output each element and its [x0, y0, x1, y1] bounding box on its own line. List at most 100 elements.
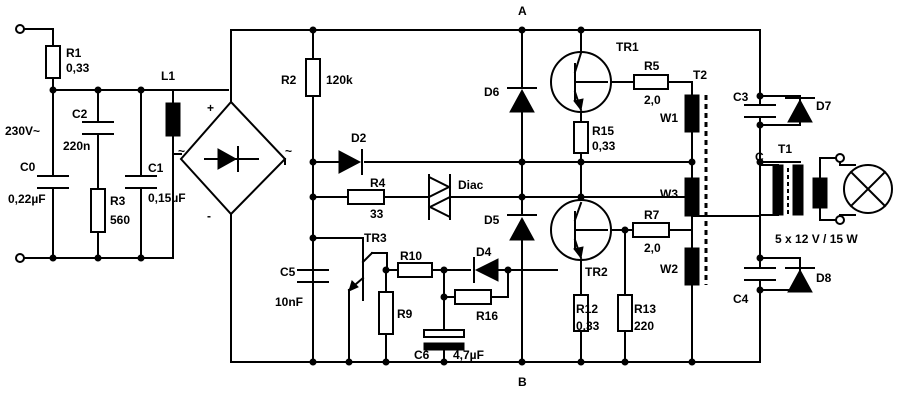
r15-name: R15 — [592, 124, 614, 138]
capacitor-c5 — [297, 269, 329, 283]
r12-value: 0,33 — [576, 319, 600, 333]
bridge-ac-label-left: ~ — [178, 144, 185, 158]
r12-name: R12 — [576, 302, 598, 316]
node-b-label: B — [518, 375, 527, 389]
junction-dot — [688, 358, 696, 366]
transistor-tr2 — [550, 199, 612, 261]
winding-w2 — [684, 247, 700, 286]
resistor-r5 — [633, 74, 669, 90]
r1-name: R1 — [66, 46, 82, 60]
r7-name: R7 — [644, 208, 660, 222]
bridge-plus-label: + — [207, 101, 214, 115]
mains-label: 230V~ — [5, 124, 40, 138]
resistor-r15 — [573, 121, 589, 154]
transistor-tr1 — [550, 51, 612, 113]
t1-secondary — [812, 177, 828, 209]
junction-dot — [621, 226, 629, 234]
r3-value: 560 — [110, 213, 130, 227]
w3-name: W3 — [660, 187, 678, 201]
diode-d2 — [338, 149, 363, 175]
resistor-r1 — [45, 45, 61, 79]
resistor-r9 — [378, 291, 394, 335]
capacitor-c1 — [125, 175, 157, 189]
junction-dot — [94, 254, 102, 262]
junction-dot — [137, 254, 145, 262]
winding-w1 — [684, 94, 700, 133]
c1-name: C1 — [148, 161, 164, 175]
c5-value: 10nF — [275, 295, 303, 309]
terminals — [15, 24, 845, 263]
junction-dot — [440, 293, 448, 301]
bridge-ac-label-right: ~ — [285, 144, 292, 158]
junction-dot — [440, 358, 448, 366]
r2-value: 120k — [326, 73, 353, 87]
inductor-l1 — [165, 102, 181, 137]
capacitor-c6 — [423, 329, 465, 351]
junction-dot — [518, 193, 526, 201]
junction-dot — [382, 266, 390, 274]
c0-value: 0,22µF — [8, 192, 46, 206]
junction-dot — [49, 254, 57, 262]
resistor-r7 — [632, 222, 670, 238]
r7-value: 2,0 — [644, 241, 661, 255]
junction-dot — [440, 266, 448, 274]
capacitor-c4 — [744, 267, 776, 281]
junction-dot — [309, 193, 317, 201]
resistor-r10 — [397, 262, 433, 278]
t1-core — [792, 164, 804, 216]
junction-dot — [577, 158, 585, 166]
capacitor-c0 — [37, 175, 69, 189]
t1-primary — [772, 164, 784, 216]
r4-value: 33 — [370, 207, 384, 221]
r5-name: R5 — [644, 59, 660, 73]
c4-name: C4 — [733, 292, 749, 306]
lamp — [839, 164, 893, 216]
r1-value: 0,33 — [66, 61, 90, 75]
w1-name: W1 — [660, 111, 678, 125]
junction-dot — [309, 158, 317, 166]
r5-value: 2,0 — [644, 93, 661, 107]
capacitor-c2 — [82, 121, 114, 135]
node-c-label: C — [755, 150, 764, 164]
diode-d6 — [507, 87, 537, 113]
mains-terminal-bottom — [15, 253, 25, 263]
junction-dot — [518, 26, 526, 34]
diode-d4 — [473, 257, 499, 283]
transformer-t1 — [759, 161, 804, 217]
r15-value: 0,33 — [592, 139, 616, 153]
r9-name: R9 — [397, 307, 413, 321]
junction-dot — [309, 358, 317, 366]
resistor-r13 — [617, 294, 633, 332]
r16-name: R16 — [476, 309, 498, 323]
c3-name: C3 — [733, 90, 749, 104]
transformer-t2 — [684, 94, 708, 286]
junction-dot — [504, 266, 512, 274]
junction-dot — [309, 26, 317, 34]
mains-terminal-top — [15, 24, 25, 34]
t1-name: T1 — [778, 142, 792, 156]
tr1-name: TR1 — [616, 40, 639, 54]
w2-name: W2 — [660, 262, 678, 276]
junction-dot — [382, 358, 390, 366]
c2-value: 220n — [63, 139, 90, 153]
d4-name: D4 — [476, 245, 492, 259]
l1-name: L1 — [161, 69, 175, 83]
c1-value: 0,15µF — [148, 191, 186, 205]
lamp-terminal-bottom — [835, 215, 845, 225]
junction-dot — [518, 158, 526, 166]
r13-value: 220 — [634, 319, 654, 333]
resistor-r16 — [454, 289, 492, 305]
d5-name: D5 — [484, 213, 500, 227]
junction-dot — [49, 86, 57, 94]
r2-name: R2 — [281, 73, 297, 87]
r3-name: R3 — [110, 194, 126, 208]
diac — [420, 174, 459, 220]
resistor-r4 — [347, 189, 385, 205]
junction-dot — [309, 234, 317, 242]
transistor-tr3 — [347, 239, 374, 301]
junction-dot — [621, 358, 629, 366]
t2-name: T2 — [693, 68, 707, 82]
c6-value: 4,7µF — [453, 348, 484, 362]
resistor-r12 — [573, 294, 589, 332]
bridge-minus-label: - — [207, 209, 211, 223]
